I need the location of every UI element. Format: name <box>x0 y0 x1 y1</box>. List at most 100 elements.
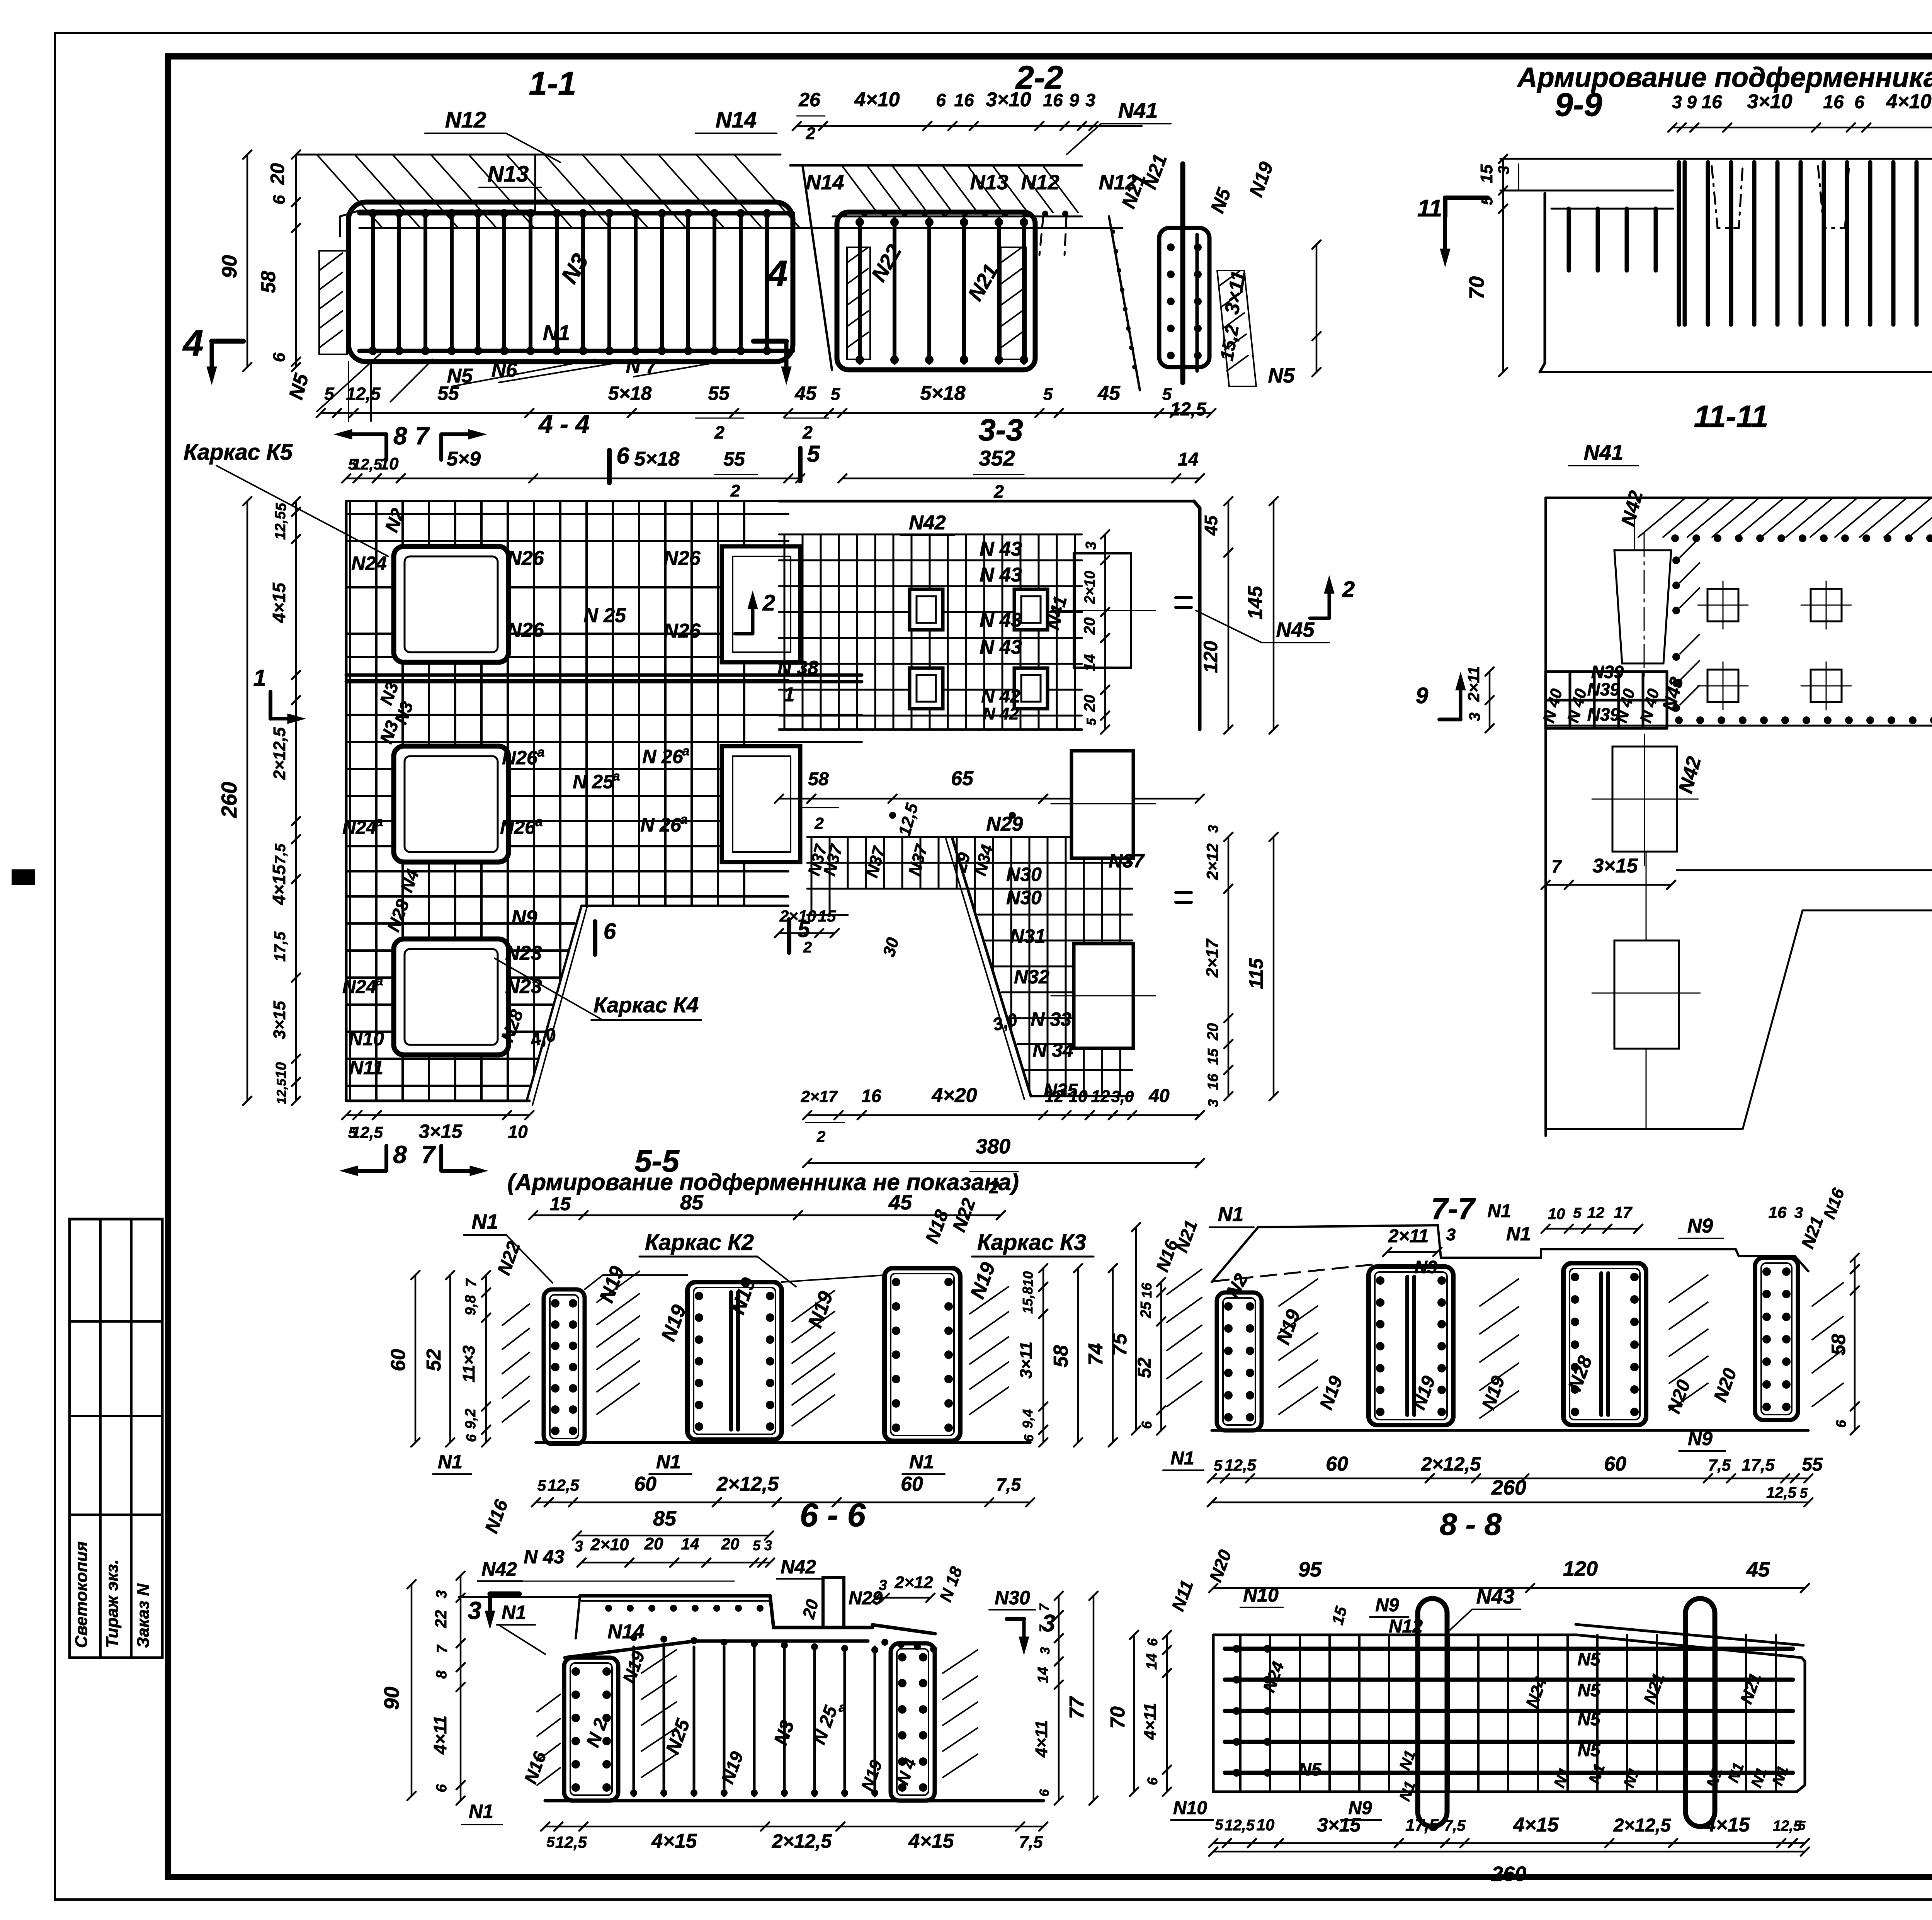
svg-text:N24: N24 <box>342 818 376 838</box>
svg-text:7,5: 7,5 <box>272 844 289 864</box>
svg-text:3×10: 3×10 <box>1747 90 1792 113</box>
svg-text:N21: N21 <box>1737 1671 1765 1707</box>
svg-text:N21: N21 <box>1171 1218 1201 1255</box>
svg-text:N1: N1 <box>469 1801 493 1822</box>
svg-text:2-2: 2-2 <box>1015 60 1063 96</box>
svg-text:N23: N23 <box>505 942 542 964</box>
svg-text:6: 6 <box>1037 1789 1052 1796</box>
svg-text:8: 8 <box>393 1141 407 1168</box>
svg-text:N11: N11 <box>1168 1578 1197 1614</box>
svg-text:N1: N1 <box>1620 1765 1643 1790</box>
svg-text:N30: N30 <box>1006 887 1042 908</box>
svg-text:3,0: 3,0 <box>990 1009 1020 1035</box>
svg-text:5: 5 <box>807 441 820 467</box>
svg-text:N29: N29 <box>986 813 1023 835</box>
svg-text:58: 58 <box>1828 1334 1849 1355</box>
svg-text:12: 12 <box>1091 1087 1110 1106</box>
svg-text:N5: N5 <box>1299 1759 1322 1779</box>
svg-text:6: 6 <box>1854 92 1864 112</box>
svg-text:95: 95 <box>1298 1558 1322 1581</box>
svg-text:N19: N19 <box>717 1749 747 1786</box>
svg-text:85: 85 <box>653 1507 677 1530</box>
svg-text:N19: N19 <box>1316 1373 1347 1412</box>
svg-text:8: 8 <box>434 1670 450 1679</box>
svg-text:3: 3 <box>1446 1225 1456 1244</box>
svg-text:N12: N12 <box>1389 1616 1423 1637</box>
svg-text:120: 120 <box>1563 1557 1598 1580</box>
svg-text:3×10: 3×10 <box>986 88 1031 111</box>
svg-text:7: 7 <box>1037 1624 1052 1632</box>
svg-text:3×15: 3×15 <box>1592 855 1638 877</box>
svg-text:9-9: 9-9 <box>1555 87 1602 123</box>
svg-text:N41: N41 <box>1584 440 1624 464</box>
svg-text:2×17: 2×17 <box>801 1087 838 1105</box>
svg-text:N12: N12 <box>445 107 486 133</box>
svg-text:58: 58 <box>1050 1345 1072 1367</box>
svg-text:5×18: 5×18 <box>634 448 679 470</box>
svg-text:16: 16 <box>1823 92 1844 112</box>
svg-text:55: 55 <box>708 383 730 404</box>
svg-text:N9: N9 <box>1348 1798 1372 1818</box>
svg-text:7,5: 7,5 <box>996 1474 1021 1495</box>
svg-text:N30: N30 <box>995 1587 1030 1609</box>
svg-text:70: 70 <box>1107 1706 1129 1729</box>
svg-text:4×10: 4×10 <box>1886 90 1931 113</box>
svg-text:16: 16 <box>1701 92 1722 112</box>
svg-text:14: 14 <box>1081 654 1098 672</box>
svg-text:15: 15 <box>1205 1048 1221 1065</box>
svg-text:N6: N6 <box>492 359 518 381</box>
svg-text:45: 45 <box>888 1191 912 1214</box>
svg-text:4×15: 4×15 <box>269 582 289 623</box>
svg-text:5: 5 <box>1800 1485 1808 1501</box>
svg-text:20: 20 <box>721 1535 740 1553</box>
svg-text:11-11: 11-11 <box>1694 399 1769 434</box>
svg-text:3×15: 3×15 <box>419 1121 463 1142</box>
svg-text:60: 60 <box>901 1473 923 1495</box>
svg-text:N39: N39 <box>1587 704 1620 724</box>
svg-text:3×15: 3×15 <box>270 1001 289 1039</box>
svg-text:16: 16 <box>954 90 974 110</box>
svg-text:7,5: 7,5 <box>1444 1817 1466 1834</box>
svg-text:N42: N42 <box>481 1558 517 1580</box>
svg-text:2: 2 <box>993 481 1004 502</box>
svg-text:N 40: N 40 <box>1539 687 1566 724</box>
svg-text:7: 7 <box>1037 1603 1052 1611</box>
svg-text:N1: N1 <box>1487 1201 1511 1221</box>
svg-text:45: 45 <box>1201 515 1221 536</box>
svg-text:N1: N1 <box>1703 1765 1726 1790</box>
svg-text:45: 45 <box>794 383 817 404</box>
svg-text:N42: N42 <box>1674 754 1706 796</box>
svg-text:4×20: 4×20 <box>931 1084 977 1107</box>
svg-text:N42: N42 <box>909 512 946 534</box>
svg-text:6: 6 <box>1139 1421 1155 1429</box>
svg-text:N35: N35 <box>1044 1080 1078 1101</box>
svg-text:2: 2 <box>802 422 813 442</box>
svg-text:115: 115 <box>1245 958 1267 989</box>
svg-text:380: 380 <box>976 1135 1010 1158</box>
svg-text:15: 15 <box>1477 164 1496 183</box>
svg-text:14: 14 <box>1035 1667 1051 1683</box>
svg-text:N19: N19 <box>619 1648 649 1686</box>
svg-text:N 43: N 43 <box>980 538 1022 560</box>
svg-text:4×11: 4×11 <box>1141 1703 1160 1740</box>
svg-text:20: 20 <box>267 163 288 185</box>
svg-text:2×10: 2×10 <box>779 907 816 925</box>
svg-text:15: 15 <box>1328 1604 1350 1627</box>
svg-text:6: 6 <box>936 90 946 110</box>
svg-text:4: 4 <box>182 323 204 364</box>
svg-text:10: 10 <box>1257 1816 1275 1834</box>
svg-text:3-3: 3-3 <box>978 413 1023 447</box>
svg-text:N3: N3 <box>1415 1257 1437 1277</box>
svg-text:9,2: 9,2 <box>463 1409 479 1429</box>
svg-text:N5: N5 <box>1268 364 1295 387</box>
svg-text:N37: N37 <box>905 842 932 878</box>
svg-text:N2: N2 <box>381 506 409 535</box>
svg-text:N14: N14 <box>806 171 844 194</box>
svg-text:11×3: 11×3 <box>459 1345 478 1383</box>
svg-text:Тираж экз.: Тираж экз. <box>103 1559 122 1648</box>
svg-text:12,5: 12,5 <box>274 1078 289 1104</box>
svg-text:5: 5 <box>537 1477 546 1494</box>
svg-text:N 42: N 42 <box>983 704 1019 723</box>
svg-text:5: 5 <box>1084 718 1099 725</box>
svg-text:3: 3 <box>1042 1610 1055 1637</box>
